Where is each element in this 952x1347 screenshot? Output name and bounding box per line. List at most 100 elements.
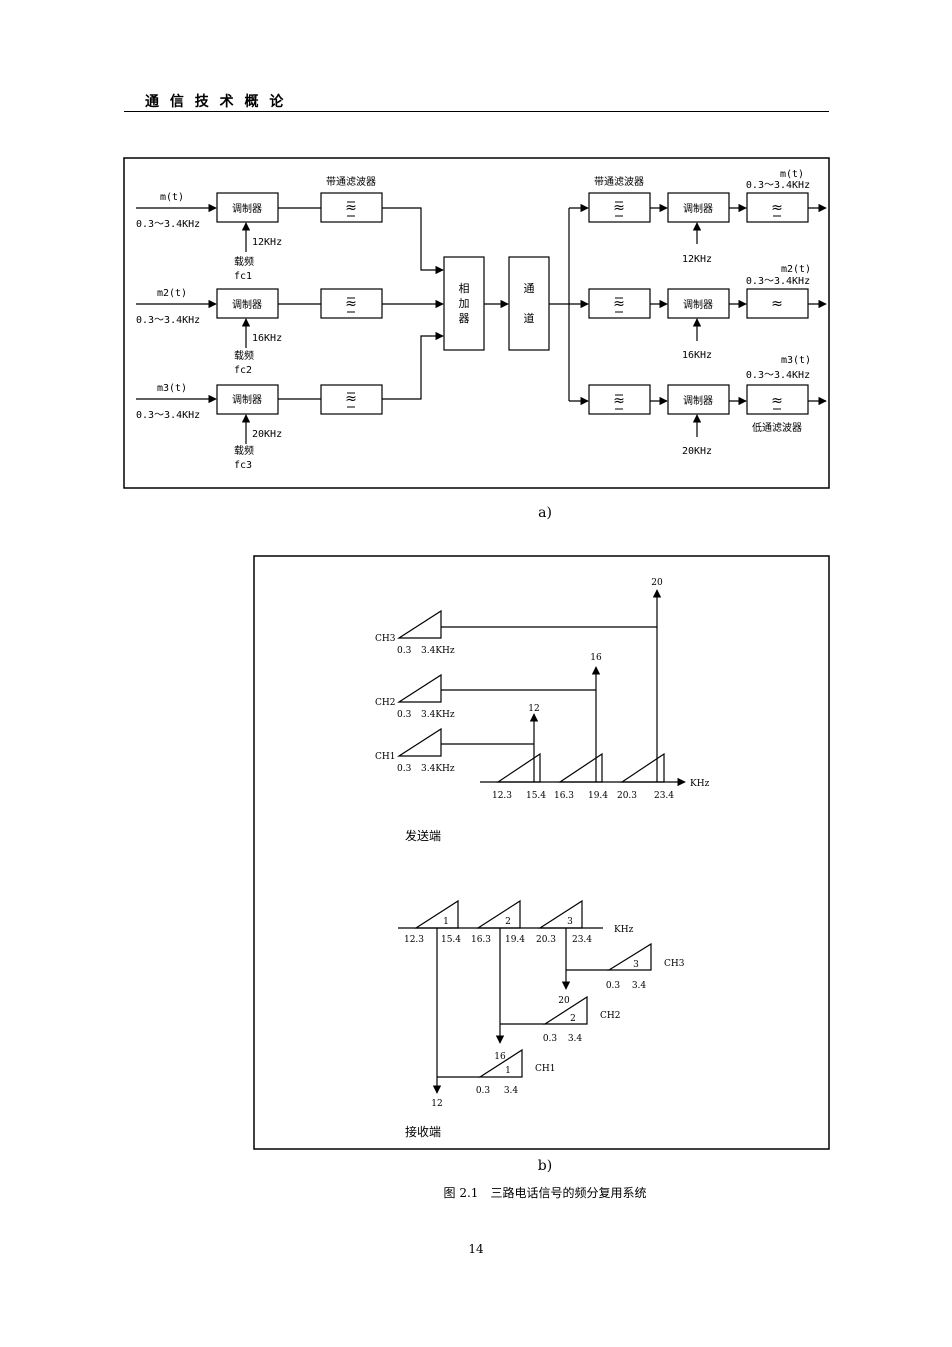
send-ch2-low: 0.3 bbox=[397, 710, 412, 720]
recv-tick-1: 15.4 bbox=[441, 935, 461, 945]
modulator-1-label: 调制器 bbox=[232, 202, 262, 215]
output-band-3: 0.3～3.4KHz bbox=[746, 370, 810, 381]
recv-ch2-spectrum bbox=[542, 995, 588, 1025]
input-signal-2: m2(t) bbox=[157, 288, 187, 299]
recv-ch1-num: 1 bbox=[505, 1066, 511, 1076]
lp-symbol-3: ≈ bbox=[771, 393, 783, 409]
carrier-name-1: fc1 bbox=[234, 271, 252, 282]
recv-band-num-1: 1 bbox=[443, 917, 449, 927]
rx-carrier-3: 20KHz bbox=[682, 446, 712, 457]
lp-symbol-2: ≈ bbox=[771, 296, 783, 312]
recv-ch2-carrier: 16 bbox=[494, 1052, 506, 1062]
send-title: 发送端 bbox=[405, 828, 441, 843]
recv-band-2 bbox=[475, 899, 521, 929]
recv-band-num-2: 2 bbox=[505, 917, 511, 927]
recv-band-3 bbox=[537, 899, 583, 929]
recv-tick-5: 23.4 bbox=[572, 935, 592, 945]
carrier-label-1: 载频 bbox=[234, 255, 254, 268]
rx-modulator-1-label: 调制器 bbox=[683, 202, 713, 215]
recv-tick-2: 16.3 bbox=[471, 935, 491, 945]
carrier-label-2: 载频 bbox=[234, 349, 254, 362]
recv-ch1-carrier: 12 bbox=[431, 1099, 442, 1109]
lowpass-title: 低通滤波器 bbox=[752, 421, 802, 434]
recv-band-num-3: 3 bbox=[567, 917, 573, 927]
carrier-freq-1: 12KHz bbox=[252, 237, 282, 248]
recv-band-1 bbox=[413, 899, 459, 929]
output-band-1: 0.3～3.4KHz bbox=[746, 180, 810, 191]
rx-bp-symbol-2: ≈ bbox=[613, 296, 625, 312]
carrier-name-3: fc3 bbox=[234, 460, 252, 471]
rx-bp-symbol-1: ≈ bbox=[613, 200, 625, 216]
bandpass-title-right: 带通滤波器 bbox=[594, 175, 644, 188]
send-tick-0: 12.3 bbox=[492, 791, 512, 801]
send-carrier-16: 16 bbox=[590, 653, 602, 663]
recv-ch3-num: 3 bbox=[633, 960, 639, 970]
input-band-2: 0.3～3.4KHz bbox=[136, 315, 200, 326]
recv-tick-3: 19.4 bbox=[505, 935, 525, 945]
lp-symbol-1: ≈ bbox=[771, 200, 783, 216]
carrier-label-3: 载频 bbox=[234, 444, 254, 457]
running-header: 通 信 技 术 概 论 bbox=[145, 94, 287, 110]
send-shifted-ch2 bbox=[558, 752, 603, 783]
carrier-name-2: fc2 bbox=[234, 365, 252, 376]
recv-axis-unit: KHz bbox=[614, 925, 634, 935]
channel-char-2: 道 bbox=[524, 311, 535, 325]
recv-ch3-spectrum bbox=[606, 942, 652, 971]
figure-a-frame bbox=[123, 157, 830, 489]
recv-ch3-name: CH3 bbox=[664, 959, 685, 969]
send-axis-unit: KHz bbox=[690, 779, 710, 789]
bandpass-title-left: 带通滤波器 bbox=[326, 175, 376, 188]
send-tick-2: 16.3 bbox=[554, 791, 574, 801]
send-ch1-high: 3.4KHz bbox=[421, 764, 455, 774]
send-ch3-spectrum bbox=[396, 609, 442, 639]
carrier-freq-3: 20KHz bbox=[252, 429, 282, 440]
channel-block bbox=[508, 256, 550, 351]
rx-modulator-3 bbox=[667, 384, 730, 415]
recv-ch3-low: 0.3 bbox=[606, 981, 621, 991]
send-ch2-spectrum bbox=[396, 673, 442, 703]
bp-symbol-2: ≈ bbox=[345, 296, 357, 312]
header-rule bbox=[124, 111, 829, 112]
send-ch1-spectrum bbox=[396, 727, 442, 757]
rx-bandpass-3 bbox=[588, 384, 651, 415]
recv-title: 接收端 bbox=[405, 1124, 441, 1139]
page-number: 14 bbox=[468, 1242, 484, 1256]
recv-ch1-name: CH1 bbox=[535, 1064, 555, 1074]
input-band-1: 0.3～3.4KHz bbox=[136, 219, 200, 230]
figure-b-label: b) bbox=[538, 1158, 552, 1174]
recv-ch2-num: 2 bbox=[570, 1014, 576, 1024]
send-ch2-name: CH2 bbox=[375, 698, 395, 708]
rx-modulator-2-label: 调制器 bbox=[683, 298, 713, 311]
recv-ch1-spectrum bbox=[477, 1048, 523, 1078]
rx-modulator-3-label: 调制器 bbox=[683, 394, 713, 407]
send-tick-3: 19.4 bbox=[588, 791, 608, 801]
channel-char-1: 通 bbox=[524, 282, 535, 295]
recv-ch2-name: CH2 bbox=[600, 1011, 620, 1021]
modulator-3-label: 调制器 bbox=[232, 393, 262, 406]
send-carrier-12: 12 bbox=[528, 704, 539, 714]
recv-tick-4: 20.3 bbox=[536, 935, 556, 945]
bp-symbol-3: ≈ bbox=[345, 391, 357, 407]
lowpass-filter-3 bbox=[746, 384, 809, 415]
modulator-2-label: 调制器 bbox=[232, 298, 262, 311]
rx-carrier-1: 12KHz bbox=[682, 254, 712, 265]
recv-ch2-high: 3.4 bbox=[568, 1034, 583, 1044]
adder-char-1: 相 bbox=[459, 282, 470, 295]
figure-a-label: a) bbox=[538, 505, 552, 521]
output-band-2: 0.3～3.4KHz bbox=[746, 276, 810, 287]
recv-ch3-high: 3.4 bbox=[632, 981, 647, 991]
carrier-freq-2: 16KHz bbox=[252, 333, 282, 344]
send-shifted-ch1 bbox=[496, 752, 541, 783]
recv-ch3-carrier: 20 bbox=[558, 996, 570, 1006]
send-ch1-name: CH1 bbox=[375, 752, 395, 762]
rx-bp-symbol-3: ≈ bbox=[613, 393, 625, 409]
output-signal-1: m(t) bbox=[780, 169, 804, 180]
adder-char-2: 加 bbox=[459, 297, 470, 310]
adder-char-3: 器 bbox=[459, 312, 470, 325]
send-ch2-high: 3.4KHz bbox=[421, 710, 455, 720]
bp-symbol-1: ≈ bbox=[345, 200, 357, 216]
send-tick-4: 20.3 bbox=[617, 791, 637, 801]
send-ch3-low: 0.3 bbox=[397, 646, 412, 656]
figure-caption: 图 2.1 三路电话信号的频分复用系统 bbox=[444, 1185, 647, 1200]
